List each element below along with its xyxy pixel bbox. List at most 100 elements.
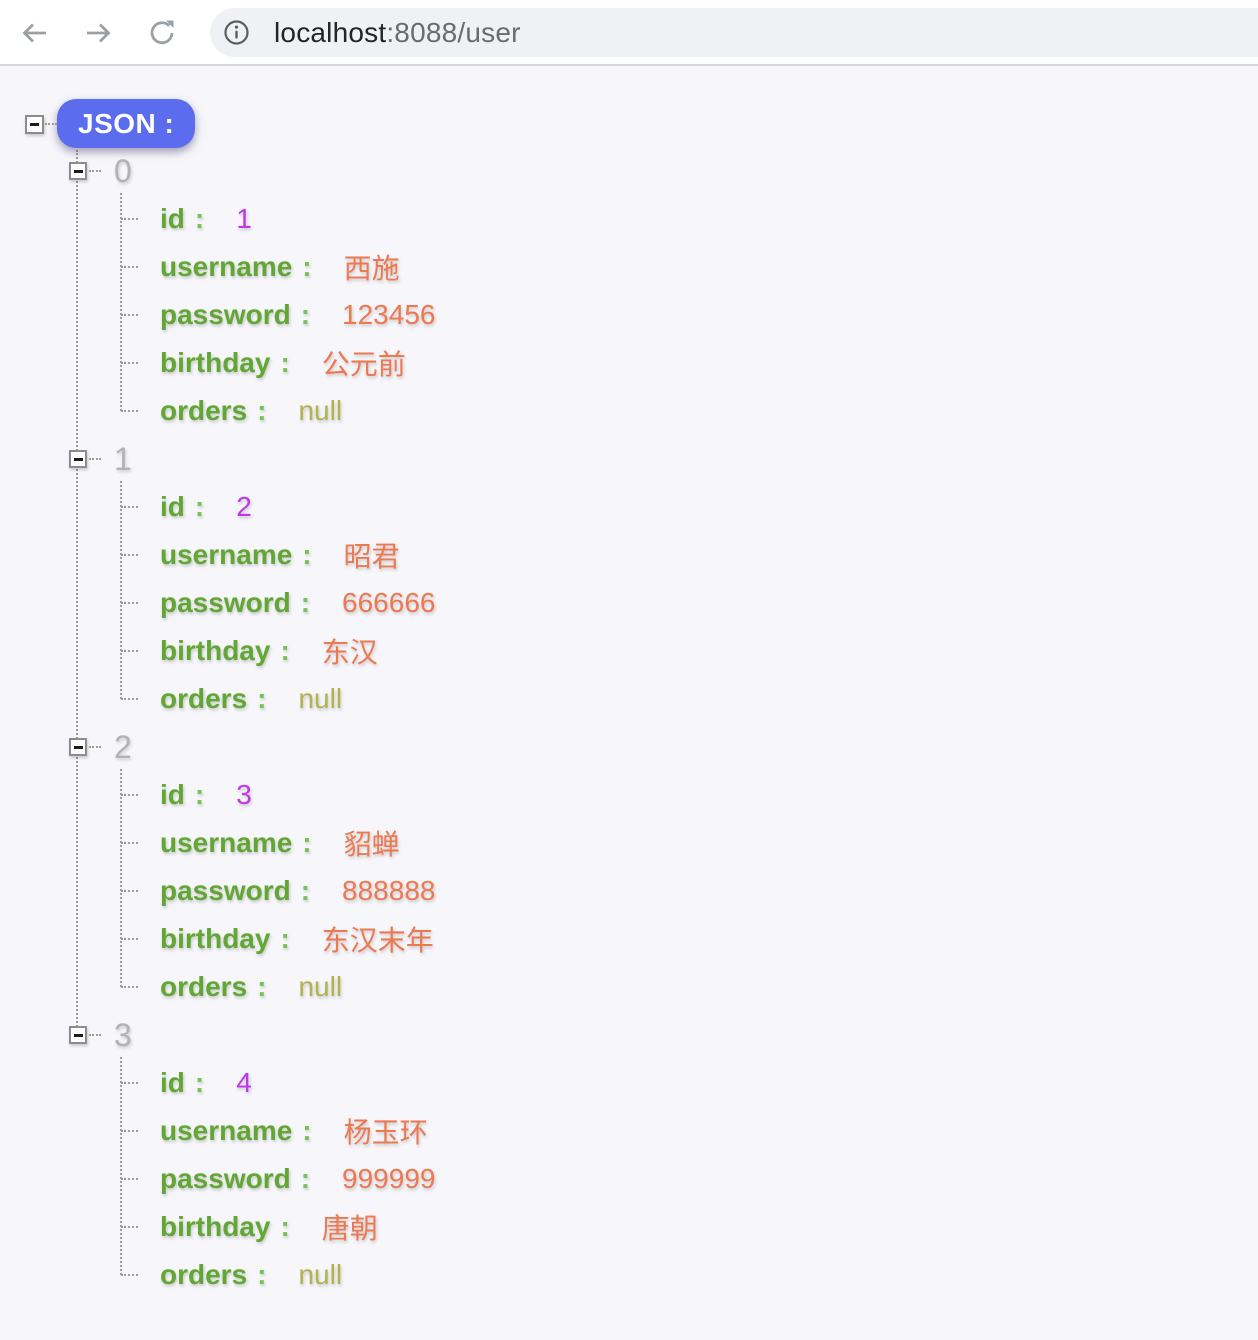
field-key: birthday: [160, 635, 271, 666]
tree-connector: [76, 150, 78, 1027]
json-field-row: username: 西施: [121, 243, 400, 291]
key-colon: :: [194, 1067, 205, 1098]
json-viewer: JSON : 0 id:1 username:西施 password:12345…: [0, 66, 1258, 1340]
field-key: id: [160, 203, 185, 234]
back-arrow-icon[interactable]: [20, 18, 50, 48]
json-field-row: orders: null: [120, 1251, 343, 1299]
field-key: birthday: [160, 347, 271, 378]
json-field-row: id:4: [121, 1059, 252, 1107]
key-colon: :: [280, 635, 290, 666]
forward-arrow-icon[interactable]: [83, 18, 113, 48]
key-colon: :: [257, 971, 267, 1002]
tree-connector: [120, 769, 122, 987]
array-index: 1: [89, 435, 132, 483]
json-field-row: id:1: [121, 195, 252, 243]
field-value: 杨玉环: [343, 1117, 428, 1148]
json-root-badge[interactable]: JSON :: [44, 99, 196, 148]
tree-connector: [120, 1057, 122, 1275]
field-key: birthday: [160, 1211, 271, 1242]
field-value: 666666: [342, 587, 436, 618]
json-field-row: birthday: 东汉: [121, 627, 378, 675]
key-colon: :: [300, 299, 311, 330]
json-field-row: username:貂蝉: [121, 819, 400, 867]
json-field-row: orders: null: [120, 387, 343, 435]
json-field-row: orders: null: [120, 675, 343, 723]
json-field-row: password:888888: [120, 867, 436, 915]
json-field-row: orders: null: [120, 963, 343, 1011]
field-key: orders: [160, 683, 248, 714]
field-value: 1: [236, 203, 252, 234]
json-field-row: id:3: [121, 771, 252, 819]
key-colon: :: [302, 251, 312, 282]
field-value: null: [298, 395, 343, 426]
field-value: 东汉末年: [321, 925, 434, 956]
key-colon: :: [194, 779, 205, 810]
reload-icon[interactable]: [146, 17, 178, 49]
key-colon: :: [300, 587, 311, 618]
tree-connector: [120, 481, 122, 699]
collapse-toggle-item-0[interactable]: [69, 162, 87, 180]
field-key: password: [160, 587, 291, 618]
field-value: 公元前: [321, 349, 406, 380]
field-value: 西施: [343, 253, 400, 284]
site-info-icon[interactable]: [223, 19, 250, 46]
field-key: username: [160, 251, 293, 282]
field-value: null: [298, 683, 343, 714]
field-key: orders: [160, 395, 248, 426]
field-key: birthday: [160, 923, 271, 954]
field-value: 123456: [342, 299, 436, 330]
key-colon: :: [302, 827, 312, 858]
key-colon: :: [257, 1259, 267, 1290]
field-value: 唐朝: [321, 1213, 378, 1244]
field-key: id: [160, 779, 185, 810]
json-field-row: birthday: 唐朝: [121, 1203, 378, 1251]
field-value: 东汉: [321, 637, 378, 668]
key-colon: :: [257, 683, 267, 714]
field-key: orders: [160, 971, 248, 1002]
field-key: id: [160, 1067, 185, 1098]
field-key: orders: [160, 1259, 248, 1290]
json-field-row: id:2: [121, 483, 252, 531]
json-field-row: birthday: 东汉末年: [121, 915, 434, 963]
array-index: 3: [89, 1011, 132, 1059]
field-key: password: [160, 875, 291, 906]
collapse-toggle-root[interactable]: [25, 115, 44, 134]
field-key: username: [160, 539, 293, 570]
json-field-row: password:666666: [120, 579, 436, 627]
field-value: null: [298, 1259, 343, 1290]
field-key: password: [160, 1163, 291, 1194]
collapse-toggle-item-3[interactable]: [69, 1026, 87, 1044]
field-key: username: [160, 827, 293, 858]
key-colon: :: [194, 491, 205, 522]
key-colon: :: [300, 875, 311, 906]
url-host: localhost: [274, 16, 387, 48]
json-field-row: birthday: 公元前: [121, 339, 406, 387]
key-colon: :: [280, 347, 290, 378]
array-index: 2: [89, 723, 132, 771]
field-value: 888888: [342, 875, 436, 906]
field-value: 2: [236, 491, 252, 522]
field-key: username: [160, 1115, 293, 1146]
browser-toolbar: localhost:8088/user: [0, 0, 1258, 66]
field-key: password: [160, 299, 291, 330]
json-field-row: username:昭君: [121, 531, 400, 579]
address-bar[interactable]: localhost:8088/user: [210, 8, 1258, 57]
json-field-row: username:杨玉环: [121, 1107, 428, 1155]
json-field-row: password:999999: [120, 1155, 436, 1203]
key-colon: :: [300, 1163, 311, 1194]
url-path: :8088/user: [386, 16, 521, 48]
field-value: 3: [236, 779, 252, 810]
json-field-row: password:123456: [120, 291, 436, 339]
field-key: id: [160, 491, 185, 522]
collapse-toggle-item-1[interactable]: [69, 450, 87, 468]
key-colon: :: [257, 395, 267, 426]
key-colon: :: [280, 923, 290, 954]
field-value: null: [298, 971, 343, 1002]
key-colon: :: [302, 539, 312, 570]
key-colon: :: [194, 203, 205, 234]
url-text: localhost:8088/user: [274, 17, 521, 49]
field-value: 999999: [342, 1163, 436, 1194]
collapse-toggle-item-2[interactable]: [69, 738, 87, 756]
key-colon: :: [280, 1211, 290, 1242]
